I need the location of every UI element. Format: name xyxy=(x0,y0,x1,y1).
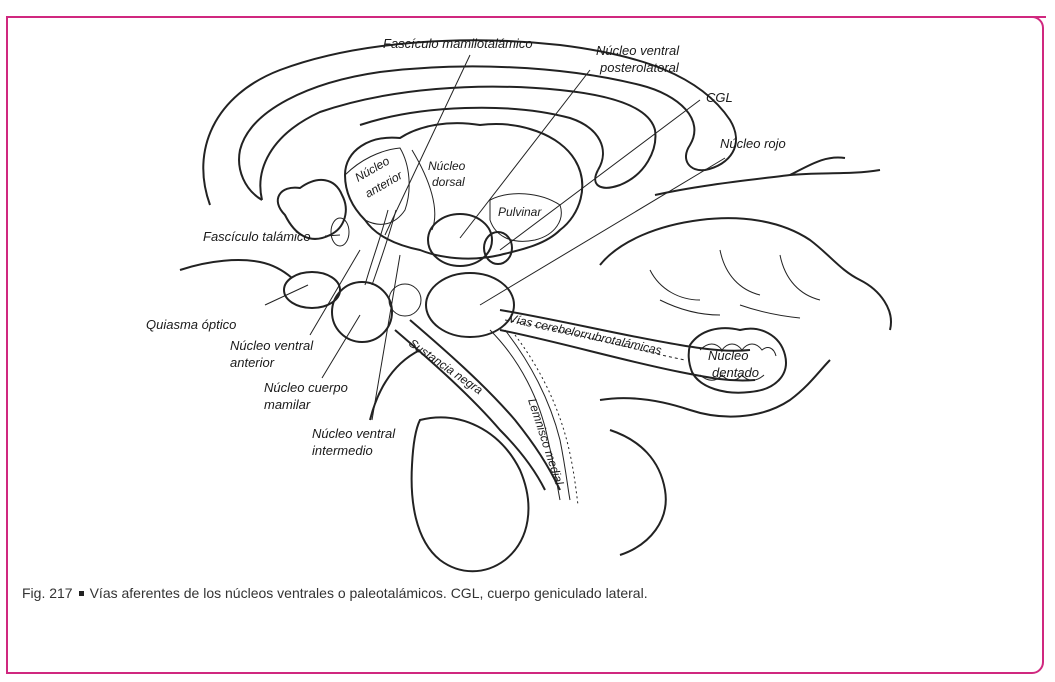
label-nucleo-dentado-1: Núcleo xyxy=(708,348,748,363)
posterior-tail xyxy=(655,170,880,195)
leader-fasciculo-talamico xyxy=(325,235,340,236)
fornix-curve xyxy=(360,108,603,170)
label-cuerpo-mamilar-1: Núcleo cuerpo xyxy=(264,380,348,395)
label-nucleo-dorsal-1: Núcleo xyxy=(428,159,466,173)
label-ventral-anterior-2: anterior xyxy=(230,355,275,370)
basal-outline xyxy=(180,260,292,278)
cerebellum-upper xyxy=(600,218,891,330)
leader-cuerpo-mamilar xyxy=(322,315,360,378)
leader-cgl xyxy=(500,100,700,250)
figure-caption: Fig. 217 Vías aferentes de los núcleos ve… xyxy=(22,585,648,601)
caption-text: Vías aferentes de los núcleos ventrales … xyxy=(90,585,648,601)
label-cuerpo-mamilar-2: mamilar xyxy=(264,397,311,412)
label-cgl: CGL xyxy=(706,90,733,105)
leader-nucleo-rojo xyxy=(480,158,725,305)
red-nucleus xyxy=(426,273,514,337)
label-fasciculo-mamilotalamico: Fascículo mamilotalámico xyxy=(383,36,533,51)
leader-quiasma xyxy=(265,285,308,305)
label-vpl-line1: Núcleo ventral xyxy=(596,43,680,58)
mamillary-body xyxy=(332,282,392,342)
label-ventral-intermedio-2: intermedio xyxy=(312,443,373,458)
figure-number: Fig. 217 xyxy=(22,585,73,601)
leader-fasciculo-mamilotalamico xyxy=(385,55,470,235)
label-fasciculo-talamico: Fascículo talámico xyxy=(203,229,311,244)
label-ventral-intermedio-1: Núcleo ventral xyxy=(312,426,396,441)
mamillothalamic-tract-2 xyxy=(372,210,396,285)
cgl-nucleus xyxy=(484,232,512,264)
optic-chiasm xyxy=(284,272,340,308)
leader-ventral-anterior xyxy=(310,250,360,335)
label-nucleo-rojo: Núcleo rojo xyxy=(720,136,786,151)
label-nucleo-dentado-2: dentado xyxy=(712,365,759,380)
cerebellum-lower-2 xyxy=(610,430,666,555)
label-quiasma-optico: Quiasma óptico xyxy=(146,317,236,332)
label-pulvinar: Pulvinar xyxy=(498,205,542,219)
label-vpl-line2: posterolateral xyxy=(599,60,680,75)
caption-bullet xyxy=(79,591,84,596)
label-nucleo-dorsal-2: dorsal xyxy=(432,175,465,189)
label-ventral-anterior-1: Núcleo ventral xyxy=(230,338,314,353)
cerebellum-folia xyxy=(650,250,820,318)
label-sustancia-negra: Sustancia negra xyxy=(406,336,485,397)
